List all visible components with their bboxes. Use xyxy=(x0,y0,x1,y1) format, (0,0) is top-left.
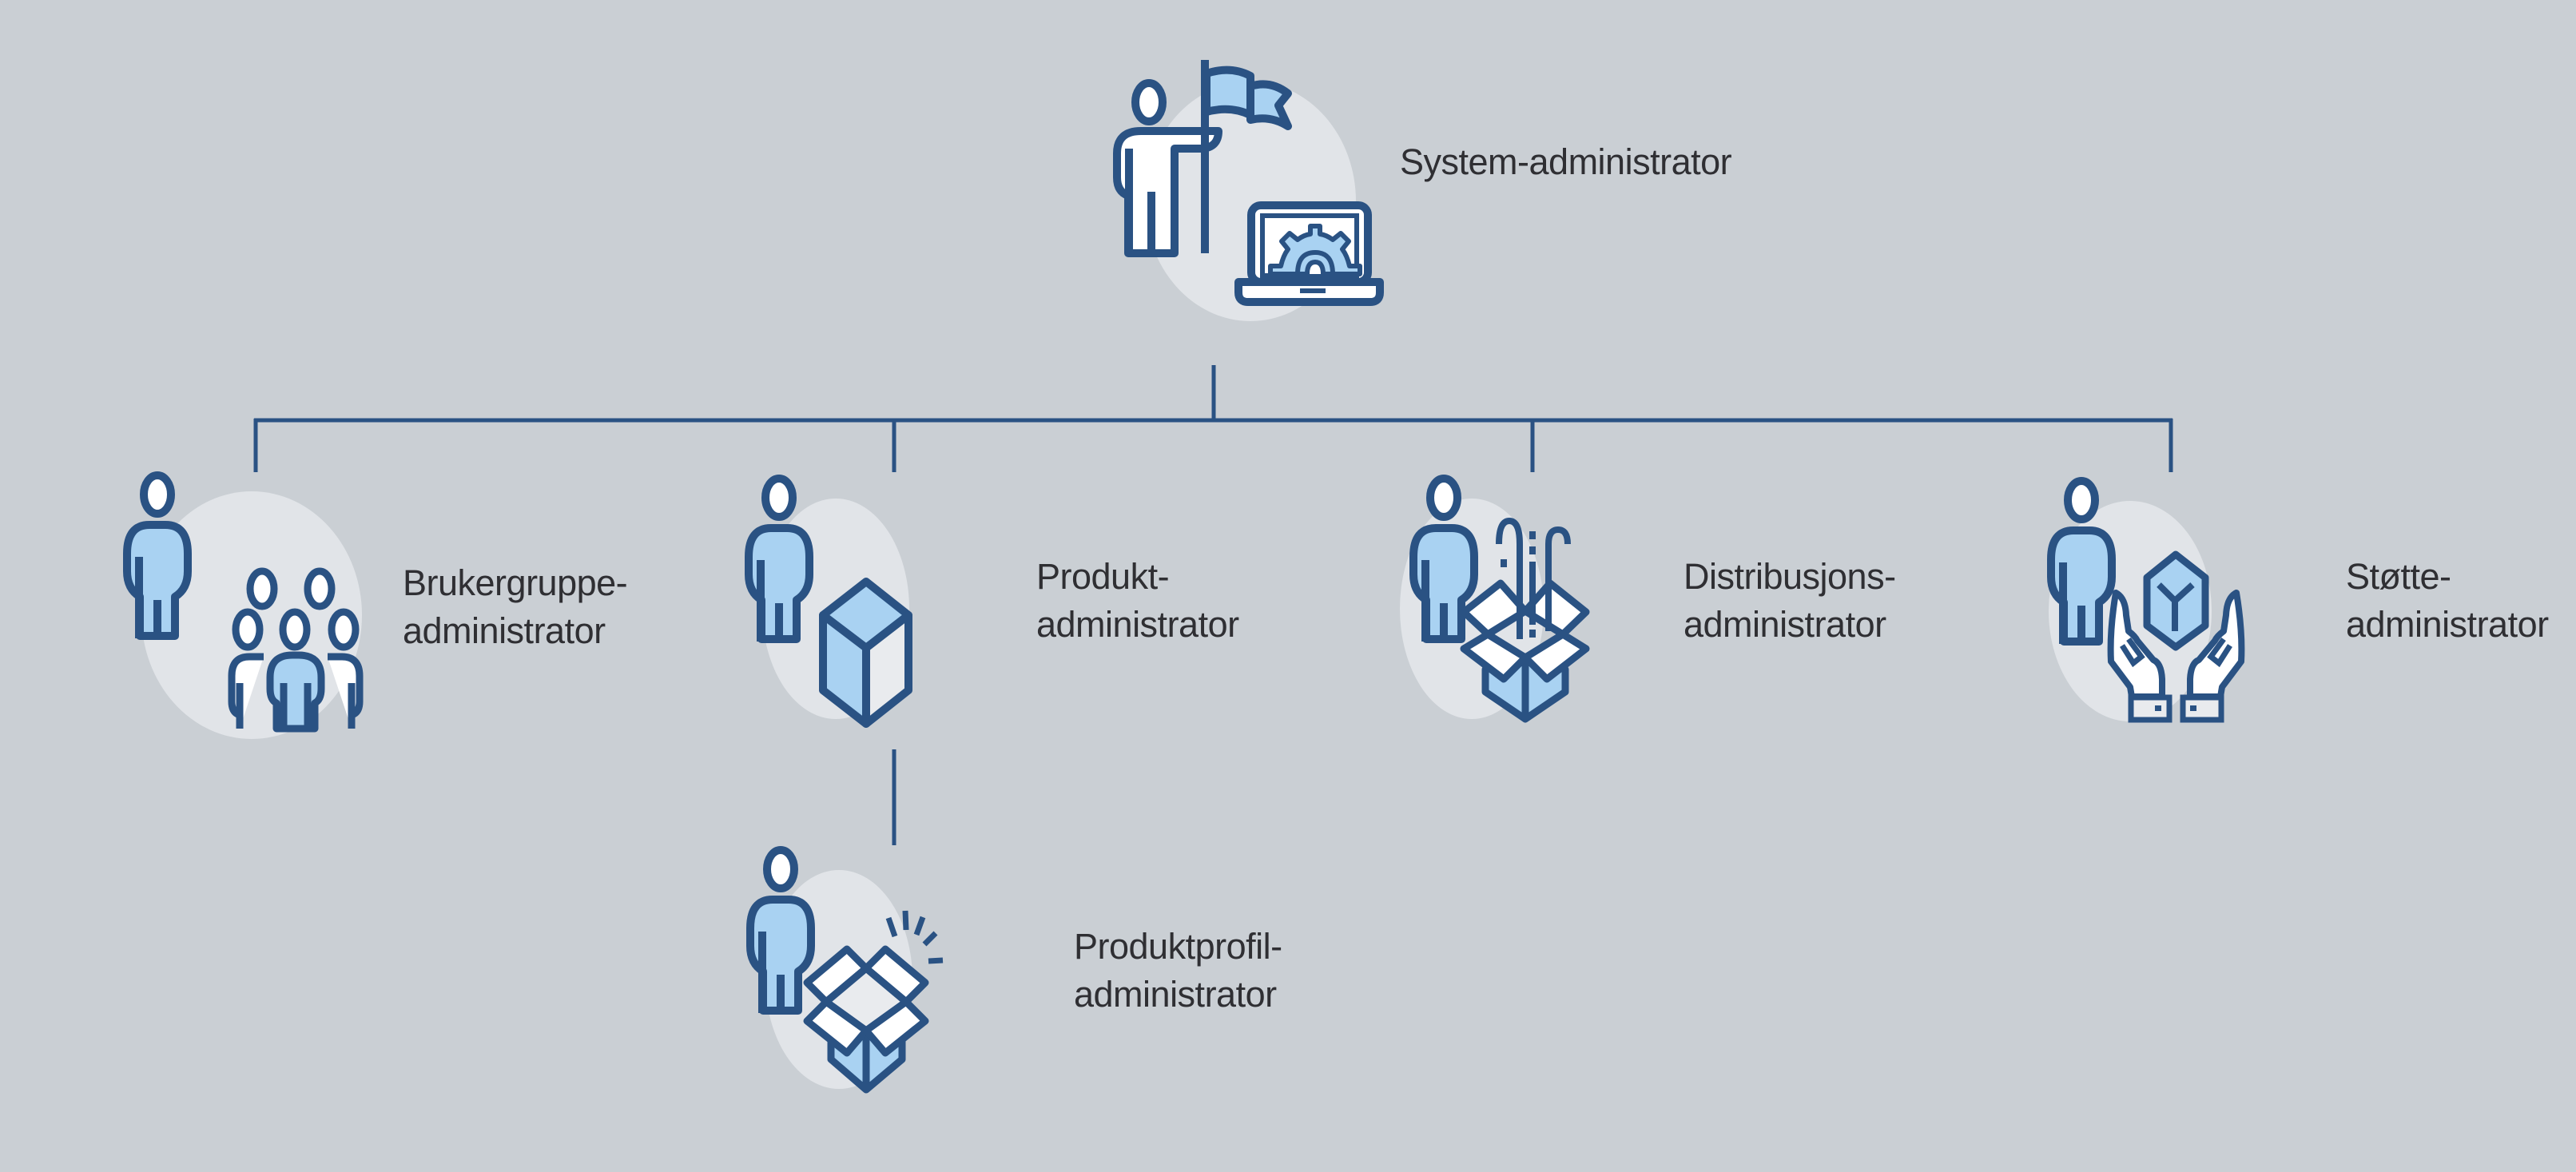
cube-icon xyxy=(819,578,912,728)
label-line: Brukergruppe- xyxy=(403,562,628,603)
label-line: administrator xyxy=(403,610,606,651)
node-product-admin xyxy=(749,479,912,728)
label-usergroup-admin: Brukergruppe- administrator xyxy=(403,559,628,655)
label-line: administrator xyxy=(2346,604,2549,645)
laptop-gear-icon xyxy=(1234,201,1384,306)
label-line: administrator xyxy=(1684,604,1886,645)
person-icon xyxy=(2051,481,2112,644)
node-usergroup-admin xyxy=(127,475,364,739)
person-icon xyxy=(127,475,188,638)
connectors xyxy=(253,365,2173,845)
label-line: Produktprofil- xyxy=(1074,926,1282,967)
node-productprofile-admin xyxy=(750,850,944,1094)
open-box-with-canes-icon xyxy=(1460,517,1590,723)
node-system-admin xyxy=(1113,60,1384,321)
person-icon xyxy=(750,850,811,1013)
label-line: Produkt- xyxy=(1036,556,1170,597)
label-support-admin: Støtte- administrator xyxy=(2346,553,2549,649)
node-support-admin xyxy=(2049,481,2245,723)
label-product-admin: Produkt- administrator xyxy=(1036,553,1239,649)
person-with-flag-icon xyxy=(1113,60,1292,257)
label-deployment-admin: Distribusjons- administrator xyxy=(1684,553,1896,649)
label-productprofile-admin: Produktprofil- administrator xyxy=(1074,923,1282,1019)
hands-holding-cube-icon xyxy=(2107,550,2245,723)
label-line: administrator xyxy=(1074,974,1277,1015)
person-icon xyxy=(749,479,809,642)
label-line: administrator xyxy=(1036,604,1239,645)
label-line: System-administrator xyxy=(1400,141,1732,182)
open-box-sparkle-icon xyxy=(803,910,944,1094)
node-deployment-admin xyxy=(1400,479,1590,723)
user-group-icon xyxy=(228,567,364,733)
label-system-admin: System-administrator xyxy=(1400,138,1732,186)
label-line: Distribusjons- xyxy=(1684,556,1896,597)
label-line: Støtte- xyxy=(2346,556,2451,597)
